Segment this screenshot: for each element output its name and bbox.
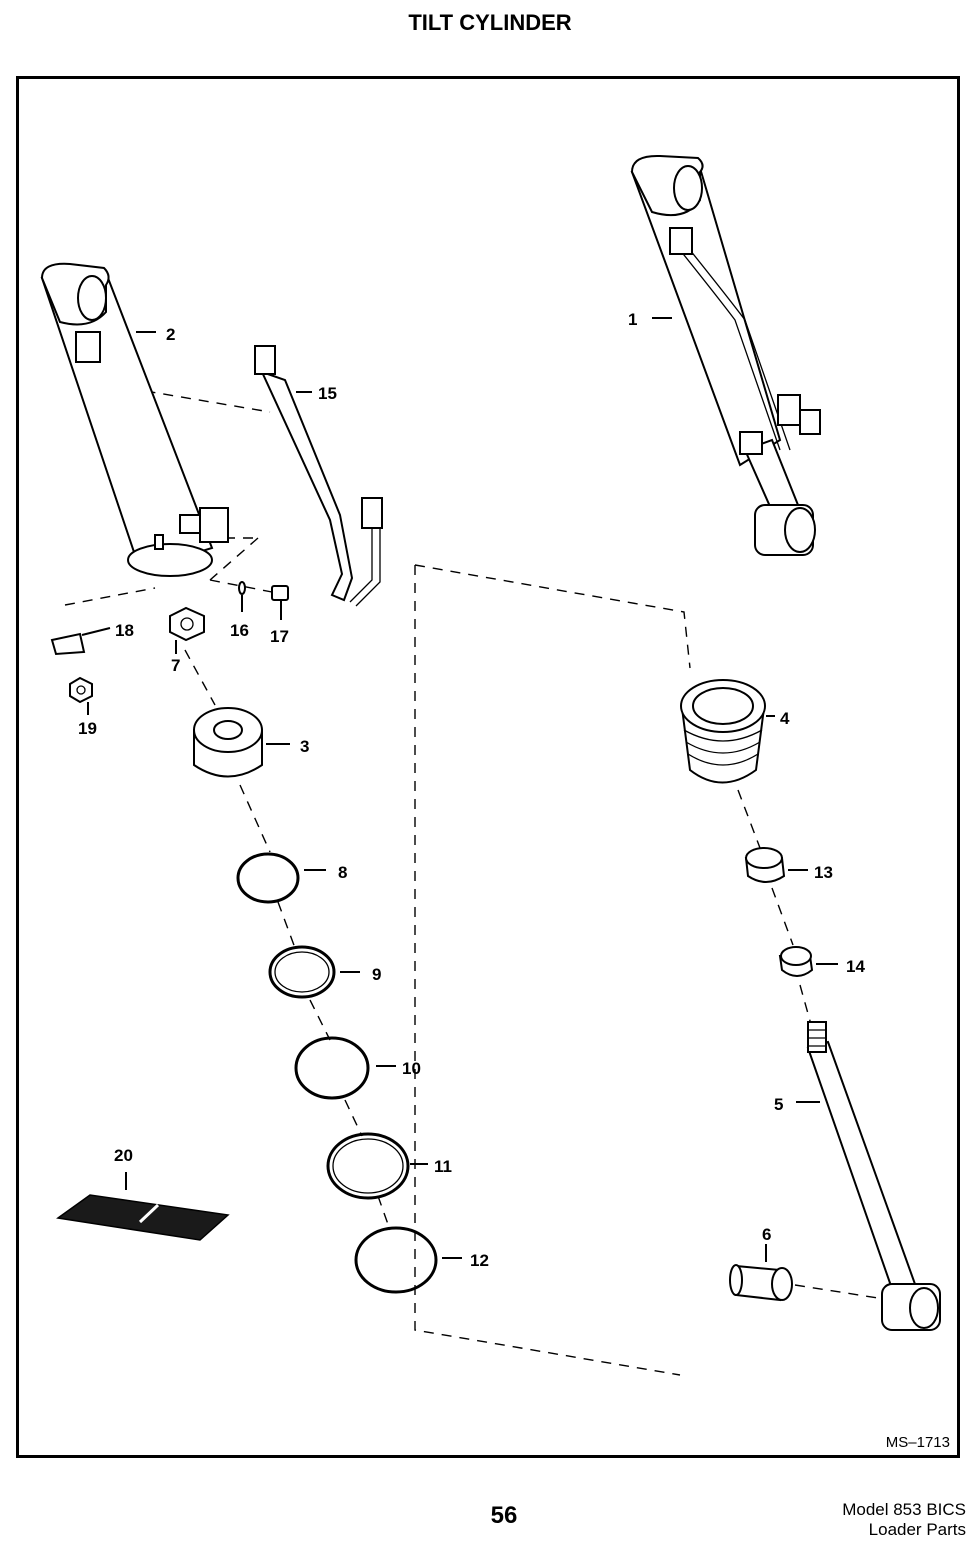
callout-7: 7 (171, 656, 180, 675)
part-13-ring (744, 847, 786, 883)
part-4-piston (680, 679, 766, 784)
callout-leader-lines (81, 317, 838, 1262)
part-10-seal (294, 1036, 370, 1100)
part-20-seal-kit (56, 1194, 230, 1241)
part-14-ring (778, 946, 814, 977)
callout-15: 15 (318, 384, 337, 403)
part-12-seal (354, 1226, 438, 1294)
part-1-tilt-cylinder-assembly (630, 154, 821, 556)
callout-17: 17 (270, 627, 289, 646)
callout-1: 1 (628, 310, 637, 329)
callout-13: 13 (814, 863, 833, 882)
part-7-nut (169, 606, 205, 642)
part-19-nut (69, 676, 93, 704)
part-11-seal (326, 1132, 410, 1200)
part-16-o-ring (238, 581, 246, 595)
callout-3: 3 (300, 737, 309, 756)
callout-12: 12 (470, 1251, 489, 1270)
part-5-rod (806, 1021, 941, 1331)
callout-4: 4 (780, 709, 790, 728)
callout-8: 8 (338, 863, 347, 882)
callout-16: 16 (230, 621, 249, 640)
part-15-tube-line (254, 345, 383, 607)
part-17-plug (271, 585, 289, 601)
callout-9: 9 (372, 965, 381, 984)
part-8-seal (236, 852, 300, 904)
part-18-clamp (50, 632, 86, 656)
callout-labels: 1 2 3 4 5 6 7 8 9 10 11 12 13 14 15 16 1… (78, 310, 865, 1270)
part-2-cylinder-barrel (40, 262, 229, 577)
callout-14: 14 (846, 957, 865, 976)
page-number: 56 (490, 1502, 518, 1529)
callout-10: 10 (402, 1059, 421, 1078)
part-9-seal (268, 945, 336, 999)
model-line-1: Model 853 BICS (842, 1500, 966, 1519)
callout-2: 2 (166, 325, 175, 344)
model-info: Model 853 BICS Loader Parts (842, 1500, 966, 1540)
callout-5: 5 (774, 1095, 783, 1114)
model-line-2: Loader Parts (868, 1520, 966, 1539)
page-title: TILT CYLINDER (408, 10, 572, 35)
diagram-frame (16, 76, 960, 1458)
callout-6: 6 (762, 1225, 771, 1244)
callout-18: 18 (115, 621, 134, 640)
callout-11: 11 (434, 1157, 452, 1176)
part-6-bushing (729, 1264, 793, 1302)
drawing-code: MS–1713 (885, 1434, 950, 1451)
callout-20: 20 (114, 1146, 133, 1165)
callout-19: 19 (78, 719, 97, 738)
part-3-gland (193, 707, 263, 778)
